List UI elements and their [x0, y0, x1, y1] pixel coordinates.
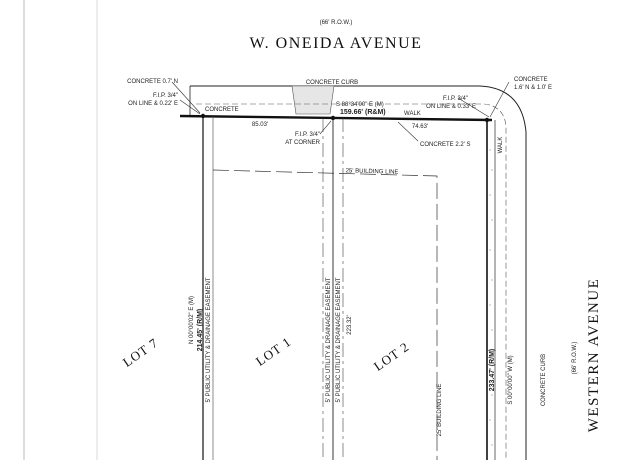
- fip-corner-line1: F.I.P. 3/4": [295, 132, 320, 138]
- east-street-name: WESTERN AVENUE: [586, 278, 602, 432]
- fip-left-line2: ON LINE & 0.22' E: [128, 101, 178, 107]
- lot-1-label: LOT 1: [253, 334, 294, 369]
- bearing-left-label: N 00°00'02" E (M): [189, 296, 195, 344]
- fip-right-line1: F.I.P. 3/4": [443, 96, 468, 102]
- sidewalk-line-east: [483, 103, 507, 460]
- concrete-left-note: CONCRETE 0.7' N: [127, 79, 178, 85]
- concrete-right-line1: CONCRETE: [514, 77, 548, 83]
- concrete-curb-top-label: CONCRETE CURB: [306, 80, 358, 86]
- easement-mid-label-2: 5' PUBLIC UTILITY & DRAINAGE EASEMENT: [336, 277, 342, 402]
- bearing-right-label: S 00°00'00" W (M): [508, 355, 514, 404]
- bearing-top-label: S 88°34'00" E (M): [336, 102, 384, 108]
- fip-corner-line2: AT CORNER: [285, 140, 320, 146]
- fip-right-line2: ON LINE & 0.33' E: [426, 104, 476, 110]
- building-line: [212, 169, 438, 460]
- east-row-label: (66' R.O.W.): [572, 342, 578, 375]
- dist-mid-label: 223.32': [347, 315, 353, 335]
- lot-7-label: LOT 7: [120, 335, 161, 370]
- dist-top-label: 159.66' (R&M): [340, 109, 386, 116]
- north-row-label: (66' R.O.W.): [320, 20, 353, 26]
- concrete-walk-label: CONCRETE: [205, 107, 239, 113]
- fip-left-line1: F.I.P. 3/4": [153, 93, 178, 99]
- concrete-curb-line: [190, 85, 527, 460]
- dist-85-label: 85.03': [252, 122, 268, 128]
- building-line-top-label: 25' BUILDING LINE: [346, 168, 399, 175]
- walk-right-label: WALK: [498, 137, 504, 154]
- north-property-line: [179, 114, 493, 122]
- easement-left-label: 5' PUBLIC UTILITY & DRAINAGE EASEMENT: [206, 277, 212, 402]
- fip-marker-corner: [330, 115, 336, 121]
- walk-top-label: WALK: [404, 111, 421, 117]
- concrete-right-line2: 1.6' N & 1.0' E: [514, 85, 552, 91]
- easement-mid-label-1: 5' PUBLIC UTILITY & DRAINAGE EASEMENT: [326, 277, 332, 402]
- lot-2-label: LOT 2: [371, 339, 412, 374]
- fip-marker-left: [200, 113, 206, 119]
- fip-marker-right: [484, 117, 490, 123]
- concrete-s-label: CONCRETE 2.2' S: [420, 142, 471, 148]
- concrete-curb-right-label: CONCRETE CURB: [541, 354, 547, 406]
- dist-right-label: 233.47' (R/M): [489, 349, 496, 392]
- concrete-patch: [291, 85, 335, 115]
- dist-74-label: 74.63': [412, 124, 428, 130]
- dist-left-label: 214.45' (R/M): [197, 309, 204, 352]
- walk-stipple: [489, 149, 493, 446]
- building-line-right-label: 25' BUILDING LINE: [437, 384, 443, 437]
- north-street-name: W. ONEIDA AVENUE: [250, 35, 423, 52]
- leader-lines: [171, 81, 510, 142]
